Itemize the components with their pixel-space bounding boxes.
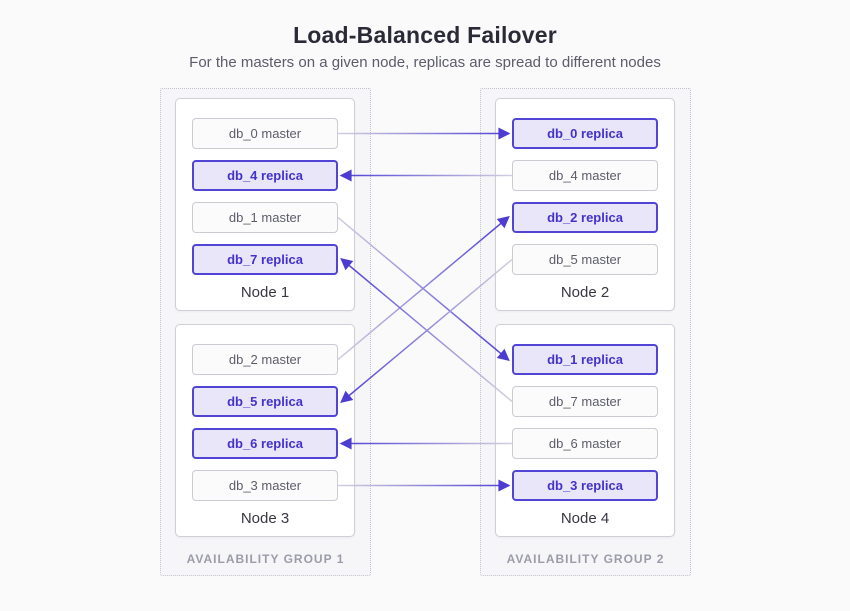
db-box-replica: db_6 replica xyxy=(192,428,338,459)
db-box-master: db_7 master xyxy=(512,386,658,417)
node-label: Node 4 xyxy=(560,510,610,527)
page-title: Load-Balanced Failover xyxy=(293,22,557,48)
db-box-master: db_2 master xyxy=(192,344,338,375)
db-box-master: db_1 master xyxy=(192,202,338,233)
db-box-replica: db_4 replica xyxy=(192,160,338,191)
db-box-replica: db_1 replica xyxy=(512,344,658,375)
availability-group-2-label: AVAILABILITY GROUP 2 xyxy=(506,552,665,566)
availability-group-2: db_0 replica db_4 master db_2 replica db_5 … xyxy=(480,88,691,576)
node-label: Node 1 xyxy=(240,284,290,301)
db-box-replica: db_0 replica xyxy=(512,118,658,149)
node-label: Node 2 xyxy=(560,284,610,301)
node-card: db_2 master db_5 replica db_6 replica db_3 … xyxy=(175,324,355,537)
node-card: db_0 replica db_4 master db_2 replica db_5 … xyxy=(495,98,675,311)
db-box-replica: db_7 replica xyxy=(192,244,338,275)
node-card: db_1 replica db_7 master db_6 master db_3 r… xyxy=(495,324,675,537)
db-box-master: db_0 master xyxy=(192,118,338,149)
node-label: Node 3 xyxy=(240,510,290,527)
db-box-replica: db_5 replica xyxy=(192,386,338,417)
db-box-master: db_4 master xyxy=(512,160,658,191)
db-box-master: db_6 master xyxy=(512,428,658,459)
db-box-replica: db_3 replica xyxy=(512,470,658,501)
db-box-replica: db_2 replica xyxy=(512,202,658,233)
page-subtitle: For the masters on a given node, replica… xyxy=(189,54,661,71)
db-box-master: db_5 master xyxy=(512,244,658,275)
availability-group-1: db_0 master db_4 replica db_1 master db_7 r… xyxy=(160,88,371,576)
db-box-master: db_3 master xyxy=(192,470,338,501)
availability-group-1-label: AVAILABILITY GROUP 1 xyxy=(186,552,345,566)
node-card: db_0 master db_4 replica db_1 master db_7 r… xyxy=(175,98,355,311)
